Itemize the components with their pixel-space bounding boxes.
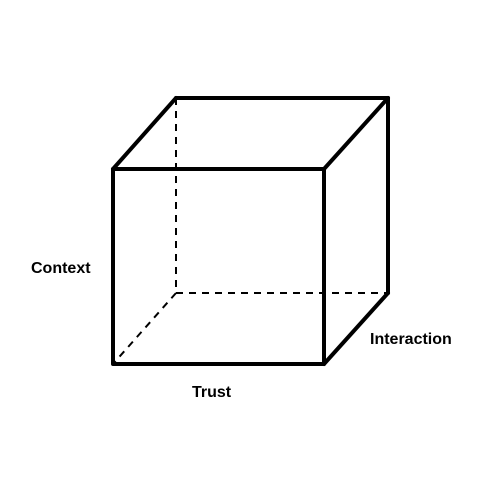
hidden-edge-diagonal [112, 292, 177, 365]
bottom-right-edge [322, 291, 390, 366]
trust-axis-label: Trust [192, 384, 232, 401]
top-left-edge [111, 96, 178, 171]
top-right-edge [322, 96, 390, 171]
front-face [111, 167, 326, 366]
context-axis-label: Context [31, 260, 91, 277]
interaction-axis-label: Interaction [370, 331, 452, 348]
